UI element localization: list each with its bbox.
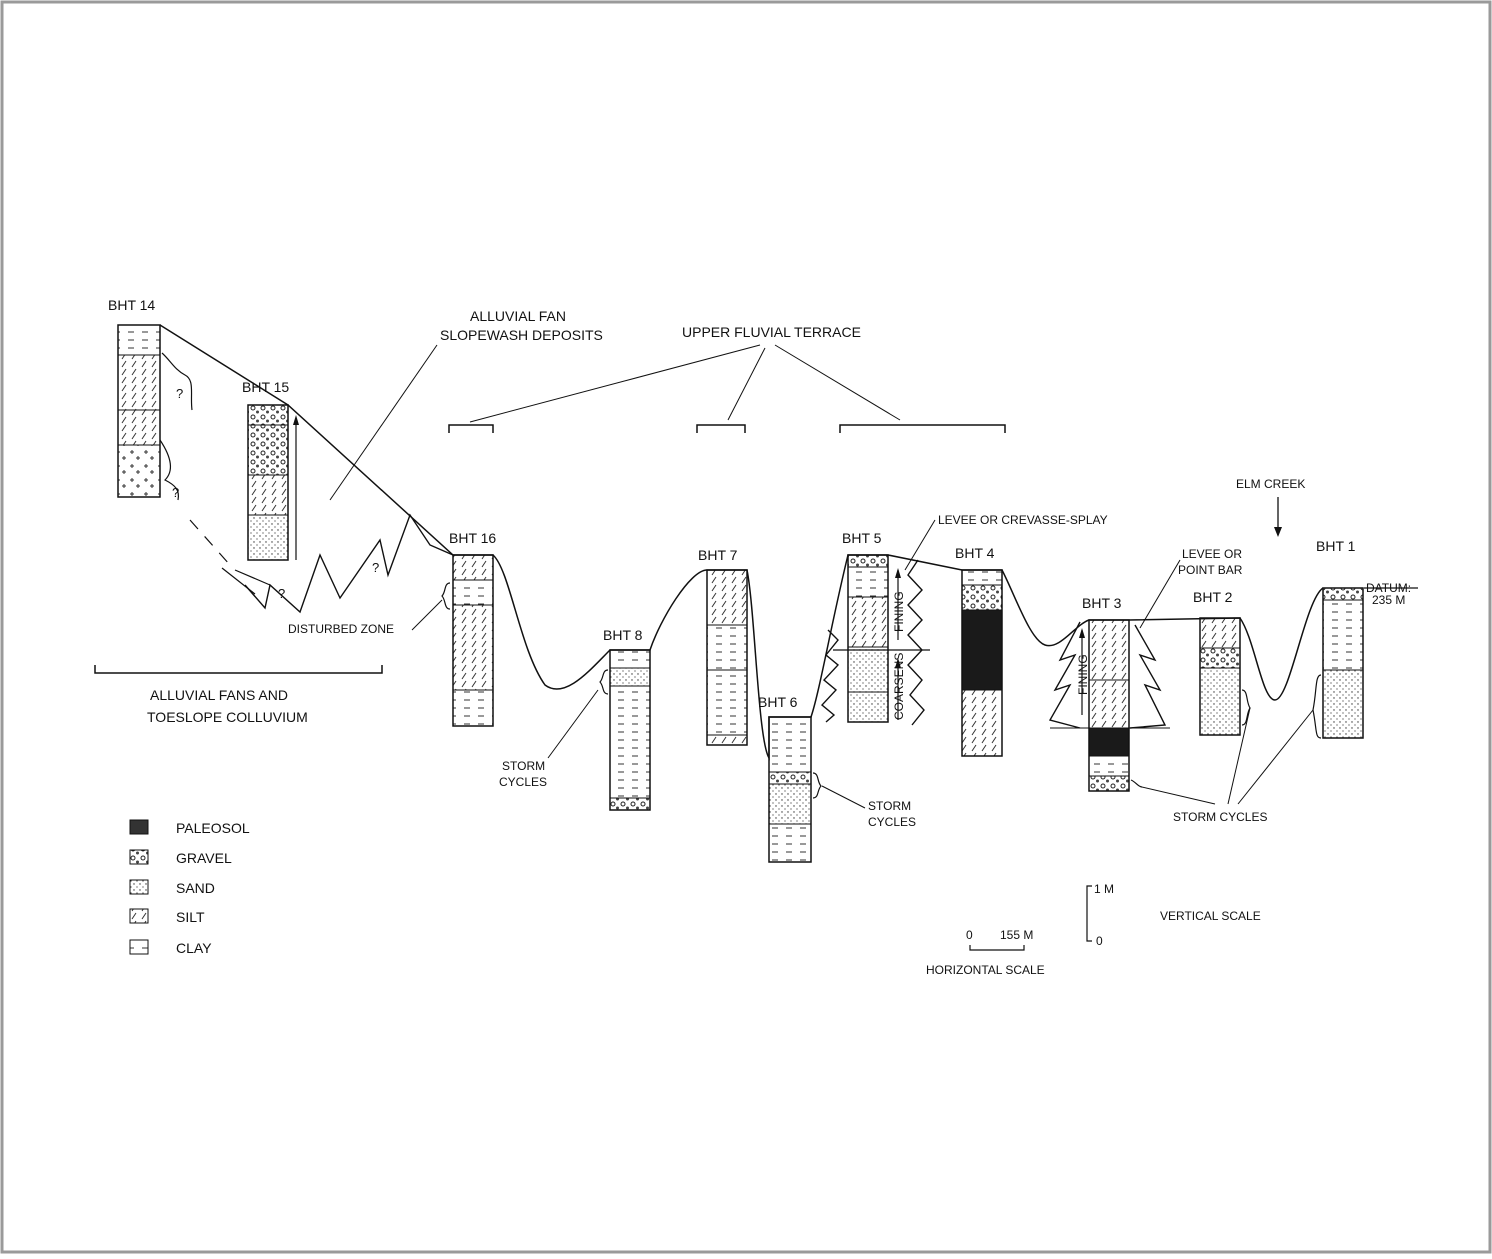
levee-point-label-1: LEVEE OR	[1182, 547, 1242, 561]
storm-leader-bht8	[548, 690, 598, 758]
h-scale-bar	[970, 945, 1024, 950]
legend: PALEOSOL GRAVEL SAND SILT CLAY	[130, 820, 250, 956]
levee-splay-label: LEVEE OR CREVASSE-SPLAY	[938, 513, 1108, 527]
storm-cycles-label-a-1: STORM	[502, 759, 545, 773]
storm-brace-bht3	[1131, 780, 1142, 787]
alluvial-fan-label-1: ALLUVIAL FAN	[470, 308, 566, 324]
legend-swatch-silt	[130, 909, 148, 923]
h-scale-value: 155 M	[1000, 928, 1033, 942]
terrace-bracket-3	[840, 425, 1005, 433]
question-mark-1: ?	[176, 386, 183, 401]
zigzag-bht3-right	[1130, 625, 1165, 728]
dashed-contact	[190, 520, 230, 565]
question-mark-4: ?	[372, 560, 379, 575]
borehole-bht4	[962, 570, 1002, 756]
alluvial-fan-label-2: SLOPEWASH DEPOSITS	[440, 327, 603, 343]
storm-cycles-label-a-2: CYCLES	[499, 775, 547, 789]
borehole-bht1	[1323, 588, 1363, 738]
legend-sand: SAND	[176, 880, 215, 896]
legend-gravel: GRAVEL	[176, 850, 232, 866]
arrow-up-icon-3	[1079, 628, 1085, 638]
bht6-label: BHT 6	[758, 694, 798, 710]
alluvial-fans-bracket	[95, 665, 382, 673]
borehole-bht16	[453, 555, 493, 726]
levee-point-label-2: POINT BAR	[1178, 563, 1243, 577]
alluvial-fan-leader	[330, 345, 437, 500]
storm-leader-c3	[1238, 710, 1313, 804]
terrace-leader-2	[728, 348, 765, 420]
terrace-leader-3	[775, 345, 900, 420]
question-mark-3: ?	[278, 586, 285, 601]
bht3-label: BHT 3	[1082, 595, 1122, 611]
storm-brace-bht6	[813, 773, 821, 798]
zigzag-bht5-left	[822, 630, 838, 722]
v-scale-bar	[1087, 886, 1092, 941]
legend-silt: SILT	[176, 909, 205, 925]
legend-swatch-sand	[130, 880, 148, 894]
borehole-bht7	[707, 570, 747, 745]
bht16-label: BHT 16	[449, 530, 496, 546]
borehole-bht3	[1089, 620, 1129, 791]
arrow-up-icon	[895, 568, 901, 578]
h-scale-title: HORIZONTAL SCALE	[926, 963, 1045, 977]
arrow-head-icon	[293, 415, 299, 425]
question-mark-2: ?	[172, 485, 179, 500]
fans-colluvium-label-2: TOESLOPE COLLUVIUM	[147, 709, 308, 725]
storm-brace-bht1	[1313, 675, 1321, 738]
bht14-label: BHT 14	[108, 297, 155, 313]
bht4-label: BHT 4	[955, 545, 995, 561]
levee-splay-leader	[905, 520, 935, 570]
terrace-bracket-1	[449, 425, 493, 433]
fining-label-bht5: FINING	[892, 591, 906, 632]
wavy-contact-1	[162, 353, 192, 410]
bht1-label: BHT 1	[1316, 538, 1356, 554]
borehole-bht6	[769, 717, 811, 862]
legend-clay: CLAY	[176, 940, 212, 956]
storm-cycles-label-b-1: STORM	[868, 799, 911, 813]
borehole-bht15	[248, 405, 288, 560]
disturbed-zone-label: DISTURBED ZONE	[288, 622, 394, 636]
vertical-scale: 1 M 0 VERTICAL SCALE	[1087, 882, 1261, 948]
storm-cycles-label-b-2: CYCLES	[868, 815, 916, 829]
bht8-label: BHT 8	[603, 627, 643, 643]
fans-colluvium-label-1: ALLUVIAL FANS AND	[150, 687, 288, 703]
storm-cycles-label-c: STORM CYCLES	[1173, 810, 1267, 824]
levee-point-leader	[1140, 560, 1180, 628]
storm-leader-bht6	[822, 786, 865, 808]
coarsens-label-bht5: COARSENS	[892, 653, 906, 720]
v-scale-title: VERTICAL SCALE	[1160, 909, 1261, 923]
fining-label-bht3: FINING	[1076, 654, 1090, 695]
legend-swatch-clay	[130, 940, 148, 954]
legend-swatch-paleosol	[130, 820, 148, 834]
v-scale-top: 1 M	[1094, 882, 1114, 896]
bht5-label: BHT 5	[842, 530, 882, 546]
horizontal-scale: 0 155 M HORIZONTAL SCALE	[926, 928, 1045, 977]
terrace-bracket-2	[697, 425, 745, 433]
bht2-label: BHT 2	[1193, 589, 1233, 605]
v-scale-bottom: 0	[1096, 934, 1103, 948]
disturbed-zone-brace	[442, 583, 450, 609]
borehole-bht14	[118, 325, 160, 497]
storm-leader-c1	[1142, 787, 1215, 804]
borehole-bht2	[1200, 618, 1240, 735]
storm-brace-bht2	[1242, 690, 1250, 725]
storm-brace-bht8	[600, 670, 608, 694]
datum-label-2: 235 M	[1372, 593, 1405, 607]
arrow-down-icon	[1274, 527, 1282, 537]
terrace-leader-1	[470, 345, 760, 422]
legend-paleosol: PALEOSOL	[176, 820, 250, 836]
upper-fluvial-terrace-label: UPPER FLUVIAL TERRACE	[682, 324, 861, 340]
legend-swatch-gravel	[130, 850, 148, 864]
h-scale-zero: 0	[966, 928, 973, 942]
elm-creek-label: ELM CREEK	[1236, 477, 1305, 491]
bht7-label: BHT 7	[698, 547, 738, 563]
borehole-bht8	[610, 650, 650, 810]
borehole-bht5	[848, 555, 888, 722]
zigzag-bht5-right	[908, 560, 924, 725]
disturbed-zone-leader	[412, 600, 442, 630]
